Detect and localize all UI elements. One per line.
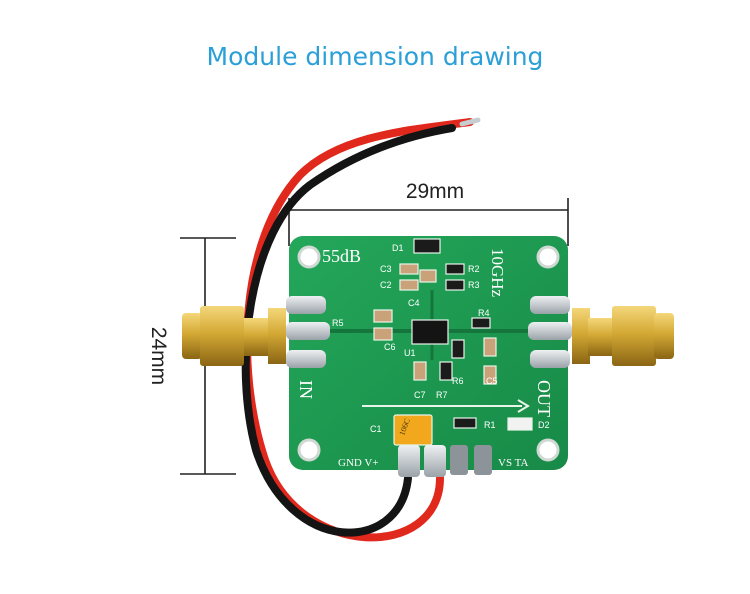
label-c1: C1 xyxy=(370,424,382,434)
label-c4: C4 xyxy=(408,298,420,308)
power-pins-label: GND V+ xyxy=(338,457,379,469)
label-d1: D1 xyxy=(392,243,404,253)
signal-pins-label: VS TA xyxy=(498,457,528,469)
label-u1: U1 xyxy=(404,348,416,358)
out-label: OUT xyxy=(534,380,554,417)
label-r6: R6 xyxy=(452,376,464,386)
label-c3: C3 xyxy=(380,264,392,274)
solder-pads xyxy=(286,296,572,477)
label-r1: R1 xyxy=(484,420,496,430)
label-r5: R5 xyxy=(332,318,344,328)
smd-components xyxy=(373,238,533,446)
label-c6: C6 xyxy=(384,342,396,352)
label-d2: D2 xyxy=(538,420,550,430)
label-c5: C5 xyxy=(486,376,498,386)
width-dimension-label: 29mm xyxy=(405,180,465,203)
freq-label: 10GHz xyxy=(488,248,507,298)
sma-connector-out xyxy=(572,306,674,366)
silkscreen: 55dB 10GHz IN OUT GND V+ VS TA 106C xyxy=(296,246,554,469)
label-r3: R3 xyxy=(468,280,480,290)
label-r7: R7 xyxy=(436,390,448,400)
component-labels: D1 C3 C2 R2 R3 C4 R5 C6 U1 R4 R6 C7 R7 C… xyxy=(332,243,550,434)
height-dimension-label: 24mm xyxy=(147,326,170,386)
page-title: Module dimension drawing xyxy=(206,42,544,71)
sma-connector-in xyxy=(182,306,286,366)
label-c7: C7 xyxy=(414,390,426,400)
gain-label: 55dB xyxy=(322,246,361,266)
label-c2: C2 xyxy=(380,280,392,290)
in-label: IN xyxy=(296,380,316,399)
label-r4: R4 xyxy=(478,308,490,318)
label-r2: R2 xyxy=(468,264,480,274)
